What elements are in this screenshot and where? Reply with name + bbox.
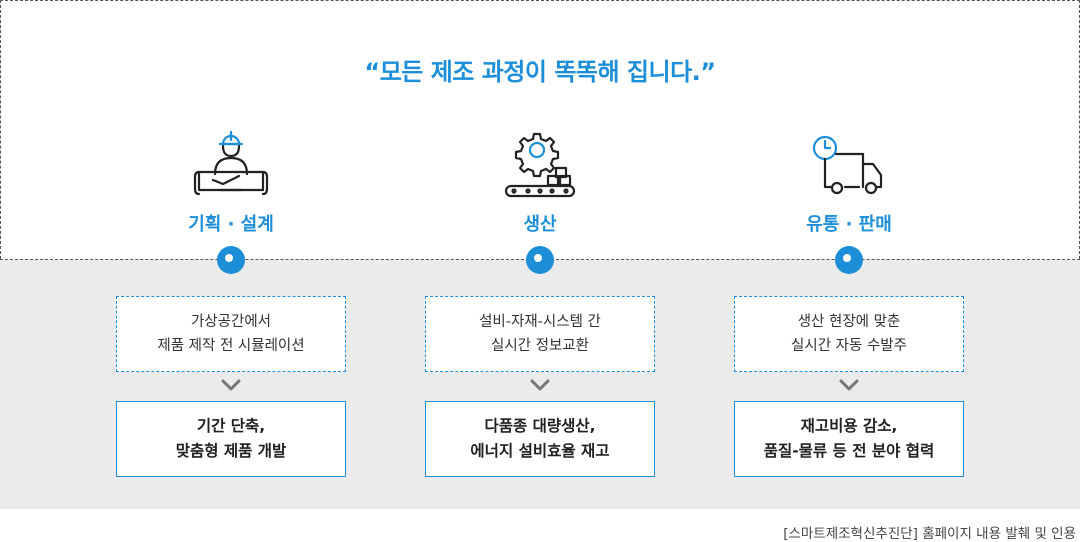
source-caption: [스마트제조혁신추진단] 홈페이지 내용 발췌 및 인용 [783, 526, 1076, 542]
description-line: 실시간 자동 수발주 [791, 338, 907, 354]
stage-result: 다품종 대량생산, 에너지 설비효율 재고 [425, 401, 655, 477]
stage-label: 생산 [523, 214, 557, 235]
stage-production: 생산 설비-자재-시스템 간 실시간 정보교환 다품종 대량생산, 에너지 설비… [425, 0, 655, 509]
result-line: 재고비용 감소, [800, 417, 898, 435]
description-line: 가상공간에서 [190, 314, 272, 330]
stage-label: 기획 · 설계 [188, 214, 274, 235]
stage-planning: 기획 · 설계 가상공간에서 제품 제작 전 시뮬레이션 기간 단축, 맞춤형 … [116, 0, 346, 509]
delivery-truck-clock-icon [812, 135, 883, 195]
chevron-down-icon [530, 379, 550, 391]
stage-result: 재고비용 감소, 품질-물류 등 전 분야 협력 [734, 401, 964, 477]
description-line: 설비-자재-시스템 간 [479, 314, 601, 330]
chevron-down-icon [839, 379, 859, 391]
gear-conveyor-icon [504, 132, 576, 198]
chevron-down-icon [221, 379, 241, 391]
stage-distribution: 유통 · 판매 생산 현장에 맞춘 실시간 자동 수발주 재고비용 감소, 품질… [734, 0, 964, 509]
stage-result: 기간 단축, 맞춤형 제품 개발 [116, 401, 346, 477]
stage-description: 가상공간에서 제품 제작 전 시뮬레이션 [116, 296, 346, 372]
description-line: 실시간 정보교환 [491, 338, 589, 354]
timeline-dot [835, 246, 863, 274]
timeline-dot [526, 246, 554, 274]
result-line: 다품종 대량생산, [484, 417, 596, 435]
result-line: 맞춤형 제품 개발 [175, 442, 287, 460]
timeline-dot [217, 246, 245, 274]
description-line: 생산 현장에 맞춘 [797, 314, 901, 330]
result-line: 에너지 설비효율 재고 [470, 442, 610, 460]
stage-label: 유통 · 판매 [806, 214, 892, 235]
description-line: 제품 제작 전 시뮬레이션 [157, 338, 305, 354]
result-line: 기간 단축, [196, 417, 266, 435]
stage-description: 설비-자재-시스템 간 실시간 정보교환 [425, 296, 655, 372]
result-line: 품질-물류 등 전 분야 협력 [763, 442, 935, 460]
stage-description: 생산 현장에 맞춘 실시간 자동 수발주 [734, 296, 964, 372]
headline: “모든 제조 과정이 똑똑해 집니다.” [364, 58, 716, 86]
planner-with-blueprint-icon [193, 130, 269, 196]
